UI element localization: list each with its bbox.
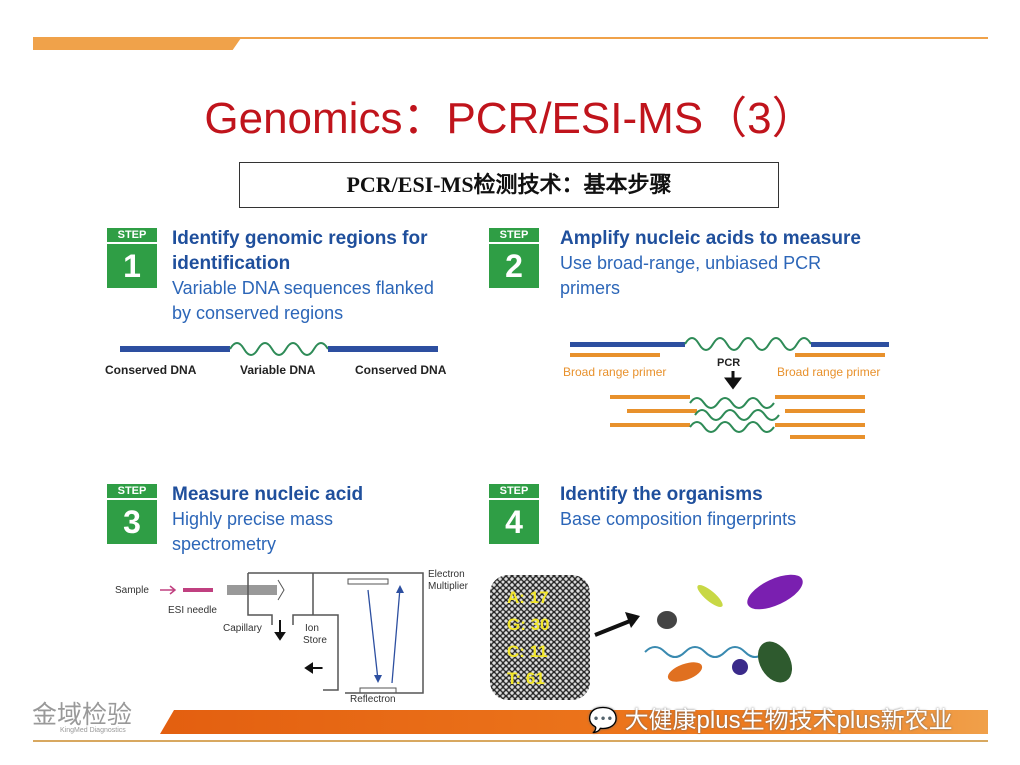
- step-text: Base composition fingerprints: [560, 509, 797, 529]
- dna-label: Conserved DNA: [105, 363, 197, 377]
- step-text: Use broad-range, unbiased PCR: [560, 253, 822, 273]
- step-number: 1: [123, 248, 141, 284]
- ms-label: Electron: [428, 569, 465, 580]
- watermark-text: 大健康plus生物技术plus新农业: [624, 707, 953, 734]
- primer-label: Broad range primer: [563, 365, 666, 379]
- top-accent-bar: [33, 38, 241, 50]
- step-4-badge: STEP 4: [489, 484, 539, 544]
- subtitle-box: PCR/ESI-MS检测技术：基本步骤: [239, 162, 779, 208]
- step-label: STEP: [489, 484, 539, 500]
- pcr-label: PCR: [717, 357, 740, 369]
- step-text: primers: [560, 278, 621, 298]
- bacteria-icon: [657, 611, 677, 629]
- step-1-text: Identify genomic regions for identificat…: [172, 226, 434, 326]
- step-heading: Measure nucleic acid: [172, 484, 364, 505]
- step-3-text: Measure nucleic acid Highly precise mass…: [172, 482, 363, 557]
- ms-label: Capillary: [223, 623, 262, 634]
- base-count: G: 30: [507, 615, 550, 634]
- company-logo: 金域检验: [32, 701, 133, 729]
- base-count: C: 11: [507, 642, 548, 661]
- company-logo-sub: KingMed Diagnostics: [60, 727, 126, 734]
- primer-label: Broad range primer: [777, 365, 880, 379]
- wechat-watermark: 💬 大健康plus生物技术plus新农业: [588, 700, 953, 735]
- step-label: STEP: [107, 228, 157, 244]
- ms-label: Ion: [305, 623, 319, 634]
- step-text: spectrometry: [172, 534, 277, 554]
- top-line: [33, 37, 988, 39]
- ms-label: ESI needle: [168, 605, 217, 616]
- step-heading: Amplify nucleic acids to measure: [560, 228, 861, 249]
- arrow-icon: [594, 619, 631, 637]
- footer-orange-band: [160, 710, 988, 734]
- step-number: 2: [505, 248, 523, 284]
- step-text: Variable DNA sequences flanked: [172, 278, 434, 298]
- step-text: by conserved regions: [172, 303, 344, 323]
- step-2-badge: STEP 2: [489, 228, 539, 288]
- ms-label: Store: [303, 635, 327, 646]
- step-heading: Identify genomic regions for: [172, 228, 428, 249]
- step-label: STEP: [107, 484, 157, 500]
- step-heading: identification: [172, 253, 291, 274]
- bacteria-icon: [757, 641, 793, 683]
- bacteria-icon: [732, 659, 748, 675]
- mass-spec-diagram: Sample ESI needle Capillary Ion Store El…: [115, 569, 469, 705]
- footer-line: [33, 740, 988, 742]
- page-title: Genomics：PCR/ESI-MS（3）: [204, 94, 816, 143]
- step-2-text: Amplify nucleic acids to measure Use bro…: [560, 226, 861, 301]
- pcr-diagram: Broad range primer PCR Broad range prime…: [563, 337, 889, 439]
- base-count: T: 61: [507, 669, 545, 688]
- dna-label: Conserved DNA: [355, 363, 447, 377]
- ms-label: Reflectron: [350, 694, 396, 705]
- step-text: Highly precise mass: [172, 509, 334, 529]
- step-1-badge: STEP 1: [107, 228, 157, 288]
- base-count: A: 17: [507, 588, 549, 607]
- ms-label: Multiplier: [428, 581, 469, 592]
- organism-diagram: A: 17 G: 30 C: 11 T: 61: [490, 574, 803, 700]
- step-4-text: Identify the organisms Base composition …: [560, 482, 796, 532]
- step-3-badge: STEP 3: [107, 484, 157, 544]
- ms-label: Sample: [115, 585, 149, 596]
- dna-label: Variable DNA: [240, 363, 316, 377]
- step-number: 3: [123, 504, 141, 540]
- step-number: 4: [505, 504, 523, 540]
- bacteria-icon: [747, 574, 803, 610]
- step-heading: Identify the organisms: [560, 484, 763, 505]
- dna-diagram: Conserved DNA Variable DNA Conserved DNA: [105, 342, 447, 377]
- wechat-icon: 💬: [588, 707, 618, 734]
- bacteria-icon: [667, 662, 703, 682]
- bacteria-icon: [697, 585, 723, 607]
- step-label: STEP: [489, 228, 539, 244]
